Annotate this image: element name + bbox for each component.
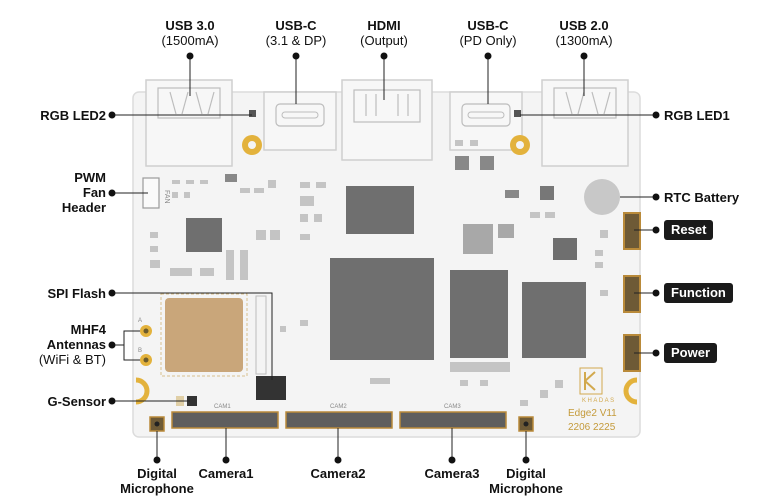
power-button-label: Power [664, 343, 718, 363]
mhf4-antennas-line2: Antennas [46, 337, 106, 352]
usb2-detail: (1300mA) [555, 33, 613, 48]
mounting-hole [623, 377, 638, 405]
pmic-chip [463, 224, 493, 254]
usb-c-pd-name: USB-C [467, 18, 509, 33]
mounting-hole [242, 135, 262, 155]
digital-microphone-left-line2: Microphone [120, 481, 194, 496]
date-silkscreen: 2206 2225 [568, 422, 616, 433]
digital-microphone-right-line1: Digital [506, 466, 546, 481]
usb2-port [541, 79, 629, 167]
antenna-connector-a [140, 325, 152, 337]
digital-microphone-left-component [149, 416, 165, 432]
callout-dots [108, 52, 660, 464]
pwm-fan-header-label: PWM Fan Header [62, 170, 106, 215]
spi-flash-label: SPI Flash [47, 286, 106, 301]
pwm-fan-header-line1: PWM [74, 170, 106, 185]
pwm-fan-header-line2: Fan [82, 185, 106, 200]
usb-c-dp-detail: (3.1 & DP) [265, 33, 327, 48]
usb3-detail: (1500mA) [161, 33, 219, 48]
mhf4-antennas-line1: MHF4 [70, 322, 106, 337]
soc-main [330, 258, 434, 360]
rgb-led2-label: RGB LED2 [40, 108, 106, 123]
rgb-led1-label: RGB LED1 [664, 108, 730, 123]
small-chip [498, 224, 514, 238]
soc-chip-small [346, 186, 414, 234]
cam3-silkscreen: CAM3 [444, 404, 461, 410]
model-silkscreen: Edge2 V11 [568, 408, 617, 419]
digital-microphone-right-component [518, 416, 534, 432]
usb2-label: USB 2.0 (1300mA) [555, 18, 612, 48]
function-switch [623, 275, 641, 313]
camera1-connector [171, 411, 279, 429]
mhf4-antennas-detail: (WiFi & BT) [38, 352, 106, 367]
camera1-label: Camera1 [198, 466, 254, 481]
function-button-label: Function [664, 283, 733, 303]
rgb-led2 [249, 110, 256, 117]
camera3-label: Camera3 [424, 466, 480, 481]
antenna-connector-b [140, 354, 152, 366]
usb-c-port-dp [263, 91, 337, 151]
khadas-logo [579, 367, 603, 395]
ram-chip-2 [522, 282, 586, 358]
pwm-fan-header-line3: Header [61, 200, 106, 215]
fan-silkscreen: FAN [163, 190, 170, 204]
reset-switch [623, 212, 641, 250]
usb-c-dp-name: USB-C [275, 18, 317, 33]
usb3-name: USB 3.0 [165, 18, 215, 33]
camera2-connector [285, 411, 393, 429]
camera2-label: Camera2 [310, 466, 366, 481]
digital-microphone-right-line2: Microphone [489, 481, 563, 496]
spi-flash-chip [256, 376, 286, 400]
g-sensor-chip [187, 396, 197, 406]
hdmi-port [341, 79, 433, 161]
cam2-silkscreen: CAM2 [330, 404, 347, 410]
camera3-connector [399, 411, 507, 429]
callout-lines [112, 56, 656, 460]
usb-c-pd-detail: (PD Only) [459, 33, 517, 48]
reset-button-label: Reset [664, 220, 714, 240]
digital-microphone-left-line1: Digital [137, 466, 177, 481]
ethernet-chip [553, 238, 577, 260]
usb2-name: USB 2.0 [559, 18, 609, 33]
antenna-b-silkscreen: B [138, 348, 142, 354]
digital-microphone-right-label: Digital Microphone [489, 466, 563, 496]
brand-silkscreen: KHADAS [582, 398, 616, 404]
hdmi-label: HDMI (Output) [360, 18, 408, 48]
rgb-led1 [514, 110, 521, 117]
g-sensor-label: G-Sensor [47, 394, 106, 409]
usb-c-dp-label: USB-C (3.1 & DP) [266, 18, 327, 48]
usb-c-pd-label: USB-C (PD Only) [459, 18, 516, 48]
usb3-label: USB 3.0 (1500mA) [161, 18, 218, 48]
wifi-module-outline [160, 293, 248, 377]
antenna-a-silkscreen: A [138, 318, 142, 324]
usb3-port [145, 79, 233, 167]
hdmi-name: HDMI [367, 18, 401, 33]
cam1-silkscreen: CAM1 [214, 404, 231, 410]
hdmi-detail: (Output) [360, 33, 408, 48]
wifi-module [165, 298, 243, 372]
mhf4-antennas-label: MHF4 Antennas (WiFi & BT) [39, 322, 106, 367]
power-chip [186, 218, 222, 252]
rtc-battery [584, 179, 620, 215]
digital-microphone-left-label: Digital Microphone [120, 466, 194, 496]
passive-components [150, 140, 608, 406]
mounting-hole [510, 135, 530, 155]
spi-flash-trace [255, 295, 267, 375]
rtc-battery-label: RTC Battery [664, 190, 740, 205]
ram-chip-1 [450, 270, 508, 358]
